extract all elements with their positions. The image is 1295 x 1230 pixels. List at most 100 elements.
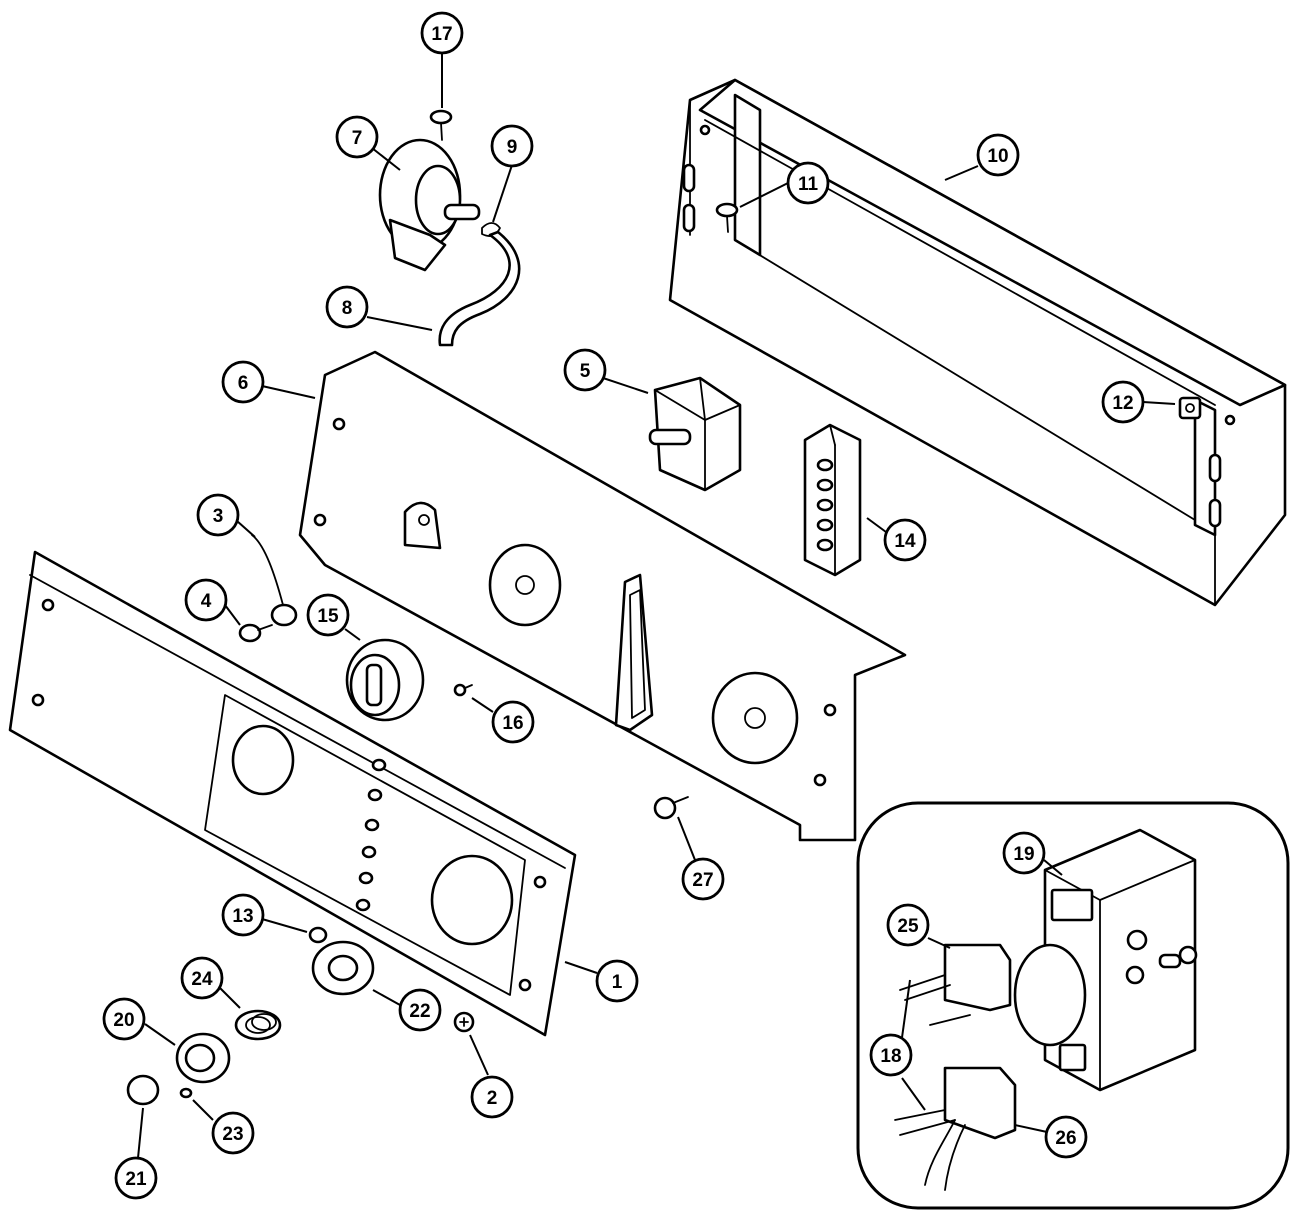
callout-circle xyxy=(102,997,146,1041)
callout-circle xyxy=(221,360,265,404)
callout-17: 17 xyxy=(420,11,464,55)
callout-13: 13 xyxy=(221,893,265,937)
screw-11 xyxy=(715,202,739,233)
callout-number: 17 xyxy=(431,24,452,45)
clip-12 xyxy=(1178,396,1202,420)
callout-number: 22 xyxy=(409,1001,430,1022)
callout-circle xyxy=(490,124,534,168)
callout-number: 20 xyxy=(113,1010,134,1031)
button-13 xyxy=(308,926,328,944)
callout-number: 5 xyxy=(580,361,591,382)
callout-circle xyxy=(1002,831,1046,875)
callout-5: 5 xyxy=(563,348,607,392)
block-5 xyxy=(648,376,742,492)
clip-23 xyxy=(179,1087,193,1099)
callout-1: 1 xyxy=(595,959,639,1003)
callout-number: 2 xyxy=(487,1088,498,1109)
callout-number: 27 xyxy=(692,870,713,891)
spring-24 xyxy=(234,1009,282,1041)
mounting-panel-6 xyxy=(298,350,907,842)
callout-circle xyxy=(595,959,639,1003)
callout-number: 16 xyxy=(502,713,523,734)
callout-22: 22 xyxy=(398,988,442,1032)
callout-circle xyxy=(1101,380,1145,424)
callout-number: 26 xyxy=(1055,1128,1076,1149)
screw-17 xyxy=(429,109,453,141)
callout-20: 20 xyxy=(102,997,146,1041)
callout-number: 9 xyxy=(507,137,518,158)
callout-number: 12 xyxy=(1112,393,1133,414)
callout-circle xyxy=(869,1033,913,1077)
callout-number: 1 xyxy=(612,972,623,993)
callout-circle xyxy=(491,700,535,744)
callout-6: 6 xyxy=(221,360,265,404)
callout-number: 18 xyxy=(880,1046,901,1067)
callout-circle xyxy=(1044,1115,1088,1159)
knob-20 xyxy=(175,1032,231,1084)
screw-2 xyxy=(453,1011,475,1033)
callout-number: 21 xyxy=(125,1169,147,1190)
callout-number: 15 xyxy=(317,606,339,627)
console-housing xyxy=(668,78,1287,607)
callout-circle xyxy=(563,348,607,392)
callout-4: 4 xyxy=(184,578,228,622)
callout-15: 15 xyxy=(306,593,350,637)
callout-number: 7 xyxy=(352,128,363,149)
callout-circle xyxy=(470,1075,514,1119)
callout-labels: 17 7 9 10 11 8 5 6 12 3 14 4 15 16 27 19 13 1 25 24 22 20 18 2 2… xyxy=(102,11,1145,1200)
callout-circle xyxy=(184,578,228,622)
callout-number: 25 xyxy=(897,916,919,937)
callout-circle xyxy=(883,518,927,562)
callout-12: 12 xyxy=(1101,380,1145,424)
callout-number: 19 xyxy=(1013,844,1034,865)
callout-18: 18 xyxy=(869,1033,913,1077)
callout-number: 6 xyxy=(238,373,249,394)
callout-14: 14 xyxy=(883,518,927,562)
callout-8: 8 xyxy=(325,285,369,329)
callout-26: 26 xyxy=(1044,1115,1088,1159)
knob-15 xyxy=(345,638,425,722)
callout-19: 19 xyxy=(1002,831,1046,875)
callout-21: 21 xyxy=(114,1156,158,1200)
leader-lines xyxy=(137,52,1176,1159)
callout-circle xyxy=(211,1111,255,1155)
callout-9: 9 xyxy=(490,124,534,168)
callout-circle xyxy=(221,893,265,937)
callout-3: 3 xyxy=(196,493,240,537)
callout-number: 3 xyxy=(213,506,224,527)
hose-8 xyxy=(438,230,521,347)
callout-number: 24 xyxy=(191,969,213,990)
callout-11: 11 xyxy=(786,161,830,205)
plug-27 xyxy=(653,796,689,820)
callout-24: 24 xyxy=(180,956,224,1000)
callout-2: 2 xyxy=(470,1075,514,1119)
wire-3 xyxy=(251,534,298,627)
ring-22 xyxy=(311,940,375,996)
callout-circle xyxy=(420,11,464,55)
callout-number: 14 xyxy=(894,531,916,552)
callout-10: 10 xyxy=(976,133,1020,177)
front-panel-1 xyxy=(8,550,577,1037)
screw-16 xyxy=(453,683,473,697)
callout-circle xyxy=(976,133,1020,177)
callout-27: 27 xyxy=(681,857,725,901)
callout-circle xyxy=(180,956,224,1000)
callout-circle xyxy=(886,903,930,947)
motor-7 xyxy=(378,138,481,272)
screw-4 xyxy=(238,623,273,643)
cap-21 xyxy=(126,1074,160,1106)
callout-circle xyxy=(196,493,240,537)
callout-circle xyxy=(681,857,725,901)
callout-25: 25 xyxy=(886,903,930,947)
callout-23: 23 xyxy=(211,1111,255,1155)
inset-timer-detail xyxy=(856,801,1290,1210)
callout-circle xyxy=(786,161,830,205)
callout-circle xyxy=(114,1156,158,1200)
callout-number: 11 xyxy=(798,174,819,195)
callout-circle xyxy=(398,988,442,1032)
callout-circle xyxy=(325,285,369,329)
callout-number: 10 xyxy=(987,146,1008,167)
callout-number: 13 xyxy=(232,906,253,927)
callout-number: 23 xyxy=(222,1124,243,1145)
